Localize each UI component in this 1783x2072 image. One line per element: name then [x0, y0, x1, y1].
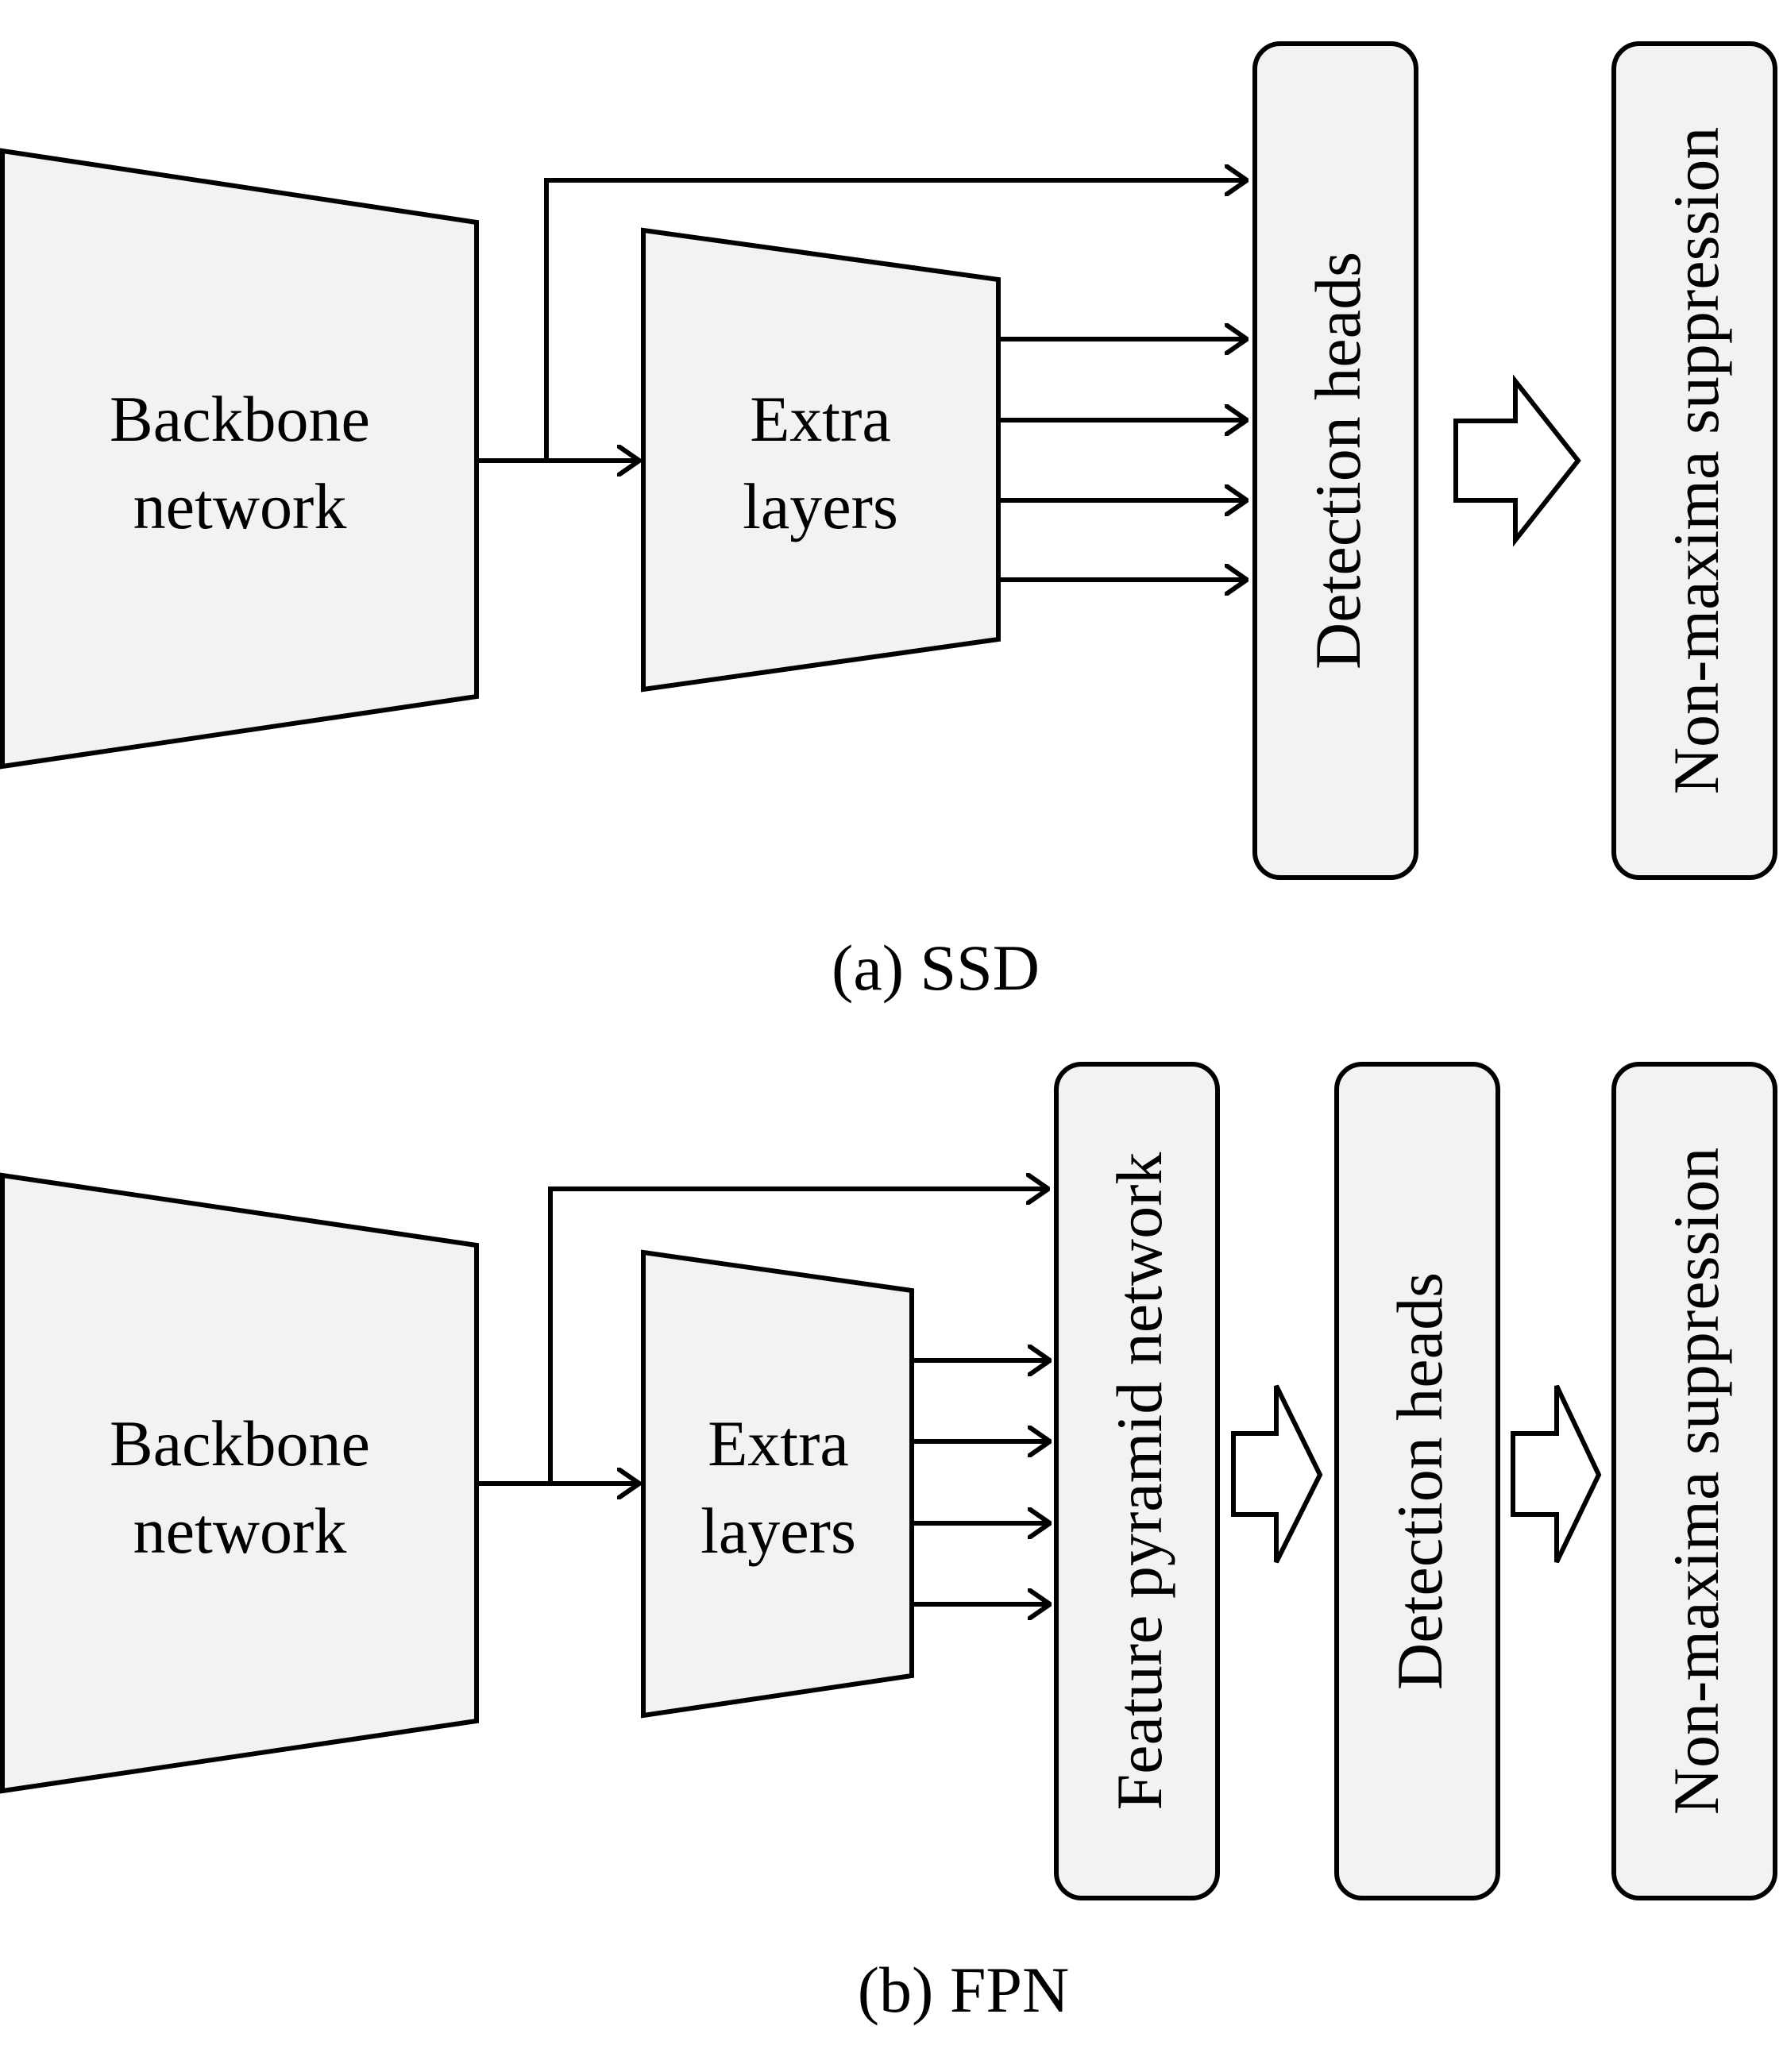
- ssd-extra-layers-shape: [641, 227, 1001, 693]
- fpn-detection-heads-label: Detection heads: [1384, 1272, 1456, 1690]
- fpn-detection-heads-box: [1334, 1062, 1500, 1900]
- fpn-feature-pyramid-label: Feature pyramid network: [1103, 1152, 1175, 1811]
- ssd-detection-heads-block: Detection heads: [1252, 41, 1418, 880]
- fpn-nms-block: Non-maxima suppression: [1611, 1062, 1777, 1900]
- fpn-flow-block-arrow-1: [1231, 1384, 1323, 1564]
- ssd-flow-block-arrow: [1453, 374, 1581, 547]
- fpn-extra-layers-block: Extra layers: [641, 1249, 914, 1719]
- ssd-detection-heads-label: Detection heads: [1302, 252, 1374, 669]
- ssd-backbone-shape: [0, 148, 479, 770]
- ssd-extra-layers-block: Extra layers: [641, 227, 1001, 693]
- fpn-diagram: Backbone network Extra layers Feature py…: [0, 1062, 1777, 2026]
- ssd-backbone-label-line2: network: [133, 470, 347, 542]
- ssd-diagram: Backbone network Extra layers Detection …: [0, 41, 1777, 1004]
- fpn-backbone-block: Backbone network: [0, 1172, 479, 1794]
- fpn-backbone-to-fpn-arrow: [548, 1189, 1048, 1484]
- ssd-detection-heads-box: [1252, 41, 1418, 880]
- fpn-backbone-shape: [0, 1172, 479, 1794]
- fpn-nms-label: Non-maxima suppression: [1660, 1148, 1732, 1815]
- ssd-backbone-to-heads-arrow: [544, 180, 1247, 461]
- fpn-nms-box: [1611, 1062, 1777, 1900]
- fpn-flow-block-arrow-2: [1511, 1384, 1602, 1564]
- fpn-feature-pyramid-box: [1054, 1062, 1220, 1900]
- fpn-extra-layers-shape: [641, 1249, 914, 1719]
- ssd-backbone-block: Backbone network: [0, 148, 479, 770]
- ssd-nms-block: Non-maxima suppression: [1611, 41, 1777, 880]
- fpn-extra-label-line1: Extra: [708, 1407, 849, 1480]
- fpn-backbone-label-line2: network: [133, 1495, 347, 1567]
- fpn-detection-heads-block: Detection heads: [1334, 1062, 1500, 1900]
- ssd-backbone-label-line1: Backbone: [110, 383, 370, 455]
- fpn-feature-pyramid-block: Feature pyramid network: [1054, 1062, 1220, 1900]
- fpn-backbone-label-line1: Backbone: [110, 1407, 370, 1480]
- ssd-caption: (a) SSD: [832, 932, 1040, 1004]
- fpn-caption: (b) FPN: [858, 1954, 1070, 2026]
- fpn-extra-label-line2: layers: [700, 1495, 856, 1567]
- ssd-nms-label: Non-maxima suppression: [1660, 127, 1732, 794]
- ssd-extra-label-line1: Extra: [750, 383, 891, 455]
- ssd-extra-label-line2: layers: [743, 470, 898, 542]
- ssd-nms-box: [1611, 41, 1777, 880]
